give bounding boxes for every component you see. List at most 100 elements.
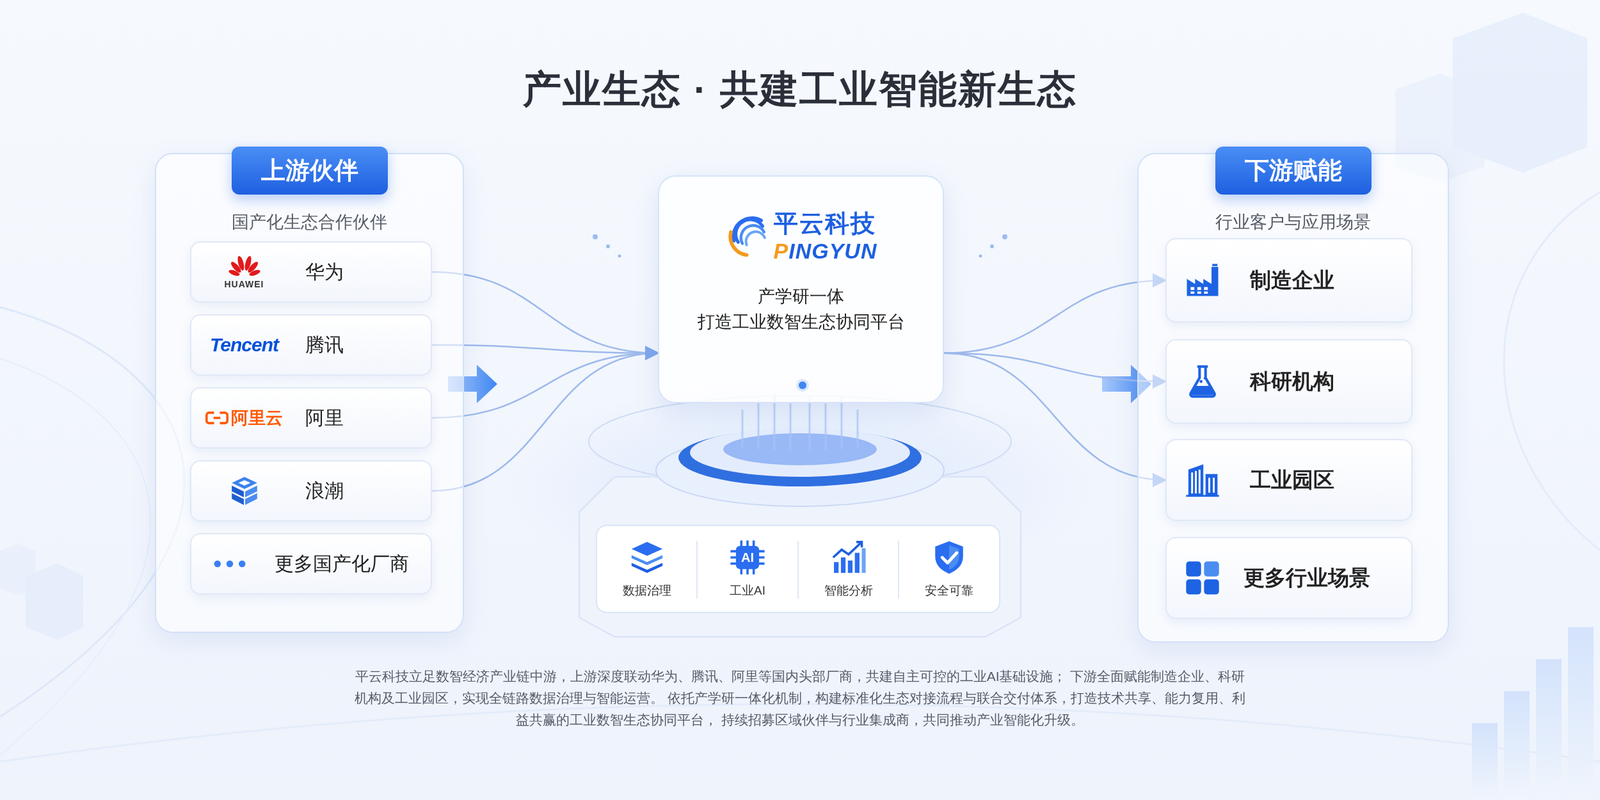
partner-box: 阿里云阿里: [190, 387, 432, 449]
pedestal: [696, 540, 899, 599]
background-decoration: [1504, 691, 1530, 800]
background-decoration: [1536, 659, 1562, 800]
stack-icon: [628, 538, 666, 576]
focus-dot: [798, 381, 807, 390]
feat-box: AI 工业AI: [698, 528, 797, 610]
partner-name: 阿里: [305, 405, 344, 432]
ali-icon: [206, 412, 228, 424]
brand-name: 平云科技: [773, 207, 878, 240]
page-caption: 平云科技立足数智经济产业链中游，上游深度联动华为、腾讯、阿里等国内头部厂商，共建…: [352, 665, 1248, 731]
swirl-icon: [725, 211, 772, 258]
factory-icon: [1184, 262, 1221, 299]
hw-icon: [227, 255, 262, 278]
hw-icon: [227, 254, 262, 278]
logo-text: 阿里云: [231, 406, 283, 430]
swirl-icon: [730, 217, 765, 255]
feat-box: 安全可靠: [899, 528, 999, 610]
decor-dots: [1002, 234, 1008, 240]
background-decoration: [0, 12, 1600, 800]
background-decoration: [0, 358, 151, 756]
partner-name: 华为: [305, 259, 344, 286]
partner-box: 浪潮: [190, 460, 432, 522]
decor-dots: [979, 254, 983, 258]
dots-icon: [212, 559, 248, 569]
partner-name: 腾讯: [305, 332, 344, 359]
background-decoration: [1568, 627, 1594, 800]
feature-name: 工业AI: [729, 582, 766, 600]
feat-box: 智能分析: [799, 528, 898, 610]
partner-box: Tencent 腾讯: [190, 314, 432, 376]
background-decoration: [0, 544, 36, 596]
stack-icon: [631, 542, 663, 573]
logo-text: HUAWEI: [224, 279, 265, 290]
factory-icon: [1187, 263, 1219, 296]
feature-name: 智能分析: [824, 582, 873, 600]
panel-box: 制造企业科研机构工业园区更多行业场景下游赋能行业客户与应用场景: [1137, 152, 1449, 643]
chart-icon: [833, 542, 866, 573]
panel-subtitle: 国产化生态合作伙伴: [156, 210, 463, 234]
decor-dots: [618, 254, 622, 258]
partner-box: 更多国产化厂商: [190, 533, 432, 595]
flow-connector: [944, 280, 1166, 354]
pedestal: [678, 428, 922, 487]
pedestal: [505, 377, 1095, 637]
flask-icon: [1184, 363, 1221, 400]
panel-heading: 上游伙伴: [231, 146, 388, 195]
flow-connector: [432, 353, 658, 491]
partner-box: HUAWEI 华为: [190, 241, 432, 303]
partner-name: 浪潮: [305, 478, 344, 505]
panel-subtitle: 行业客户与应用场景: [1138, 210, 1448, 234]
partner-name: 更多国产化厂商: [274, 551, 409, 578]
dots-icon: [214, 560, 246, 568]
scene-name: 工业园区: [1249, 465, 1335, 495]
center-box: 平云科技PINGYUN 产学研一体 打造工业数智生态协同平台: [657, 175, 944, 404]
decor-dots: [592, 234, 598, 240]
building-icon: [1184, 462, 1221, 498]
chart-icon: [830, 538, 868, 576]
panel-box: HUAWEI华为Tencent腾讯阿里云阿里浪潮更多国产化厂商上游伙伴国产化生态…: [154, 152, 464, 633]
logo-text: Tencent: [209, 334, 279, 356]
page-title: 产业生态 · 共建工业智能新生态: [0, 64, 1600, 116]
scene-box: 更多行业场景: [1165, 536, 1413, 619]
grid-icon: [1185, 561, 1219, 594]
pedestal: [596, 525, 1000, 613]
scene-name: 更多行业场景: [1243, 563, 1371, 593]
scene-box: 工业园区: [1165, 439, 1413, 521]
focus-dot: [794, 377, 811, 393]
panel-heading: 下游赋能: [1215, 146, 1372, 195]
flow-connector: [432, 353, 658, 418]
scene-name: 制造企业: [1249, 266, 1335, 296]
scene-box: 制造企业: [1165, 238, 1413, 323]
feature-name: 安全可靠: [924, 582, 974, 600]
chip-icon: [730, 540, 765, 575]
decor-dots: [990, 244, 994, 249]
flow-connector: [432, 344, 658, 354]
grid-icon: [1184, 560, 1221, 596]
flow-connector: [944, 353, 1166, 480]
focus-dot: [796, 378, 809, 392]
inspur-icon: [231, 476, 258, 505]
pedestal: [723, 433, 877, 466]
pedestal: [588, 395, 1012, 488]
shield-icon: [930, 538, 968, 576]
flask-icon: [1190, 366, 1215, 397]
shield-icon: [935, 541, 964, 575]
brand-name: PINGYUN: [773, 240, 878, 262]
feat-box: 数据治理: [597, 528, 697, 610]
background-decoration: [1504, 192, 1600, 551]
scene-name: 科研机构: [1249, 367, 1335, 397]
feature-name: 数据治理: [622, 582, 672, 600]
background-decoration: [1472, 627, 1594, 800]
scene-box: 科研机构: [1165, 339, 1413, 424]
platform-description: 产学研一体 打造工业数智生态协同平台: [673, 283, 930, 335]
building-icon: [1185, 464, 1219, 498]
pedestal: [689, 428, 911, 477]
ali-icon: [205, 410, 229, 425]
decor-dots: [606, 244, 610, 249]
inspur-icon: [228, 474, 261, 507]
background-decoration: [1472, 723, 1498, 800]
brand-logo: 平云科技PINGYUN: [725, 207, 878, 262]
chip-label: AI: [741, 550, 754, 566]
flow-connector: [432, 272, 658, 354]
